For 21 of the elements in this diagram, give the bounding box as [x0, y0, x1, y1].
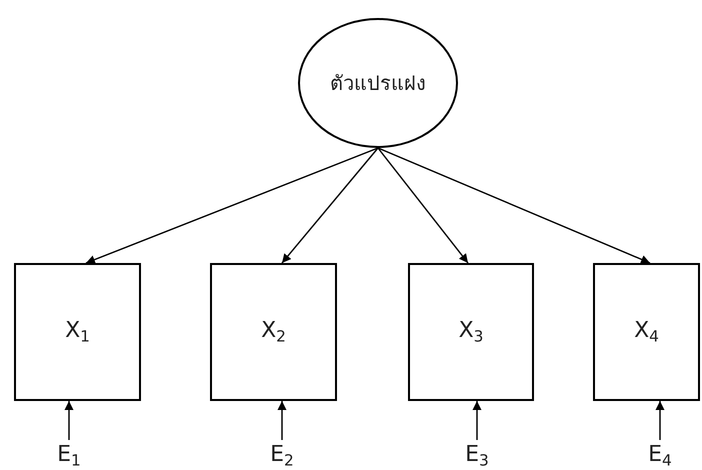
- node-label: X$_{4}$: [634, 318, 659, 346]
- arrow: [86, 147, 378, 264]
- error-term-label: E$_{3}$: [465, 442, 489, 470]
- error-term-label: E$_{1}$: [57, 442, 81, 470]
- arrow: [64, 401, 74, 440]
- error-term-label: E$_{2}$: [270, 442, 294, 470]
- observed-variable-box: [210, 263, 337, 401]
- observed-variable-box: [408, 263, 534, 401]
- node-label: X$_{3}$: [458, 318, 484, 346]
- observed-variable-box: [593, 263, 700, 401]
- arrow: [378, 147, 650, 264]
- error-term-label: E$_{4}$: [648, 442, 672, 470]
- arrow: [281, 148, 379, 264]
- arrow: [377, 148, 469, 264]
- arrow: [472, 401, 482, 440]
- observed-variable-box: [14, 263, 141, 401]
- node-label: ตัวแปรแฝง: [330, 72, 426, 94]
- arrow: [656, 401, 664, 440]
- arrow: [278, 401, 286, 440]
- node-label: X$_{2}$: [261, 318, 286, 346]
- node-label: X$_{1}$: [65, 318, 90, 346]
